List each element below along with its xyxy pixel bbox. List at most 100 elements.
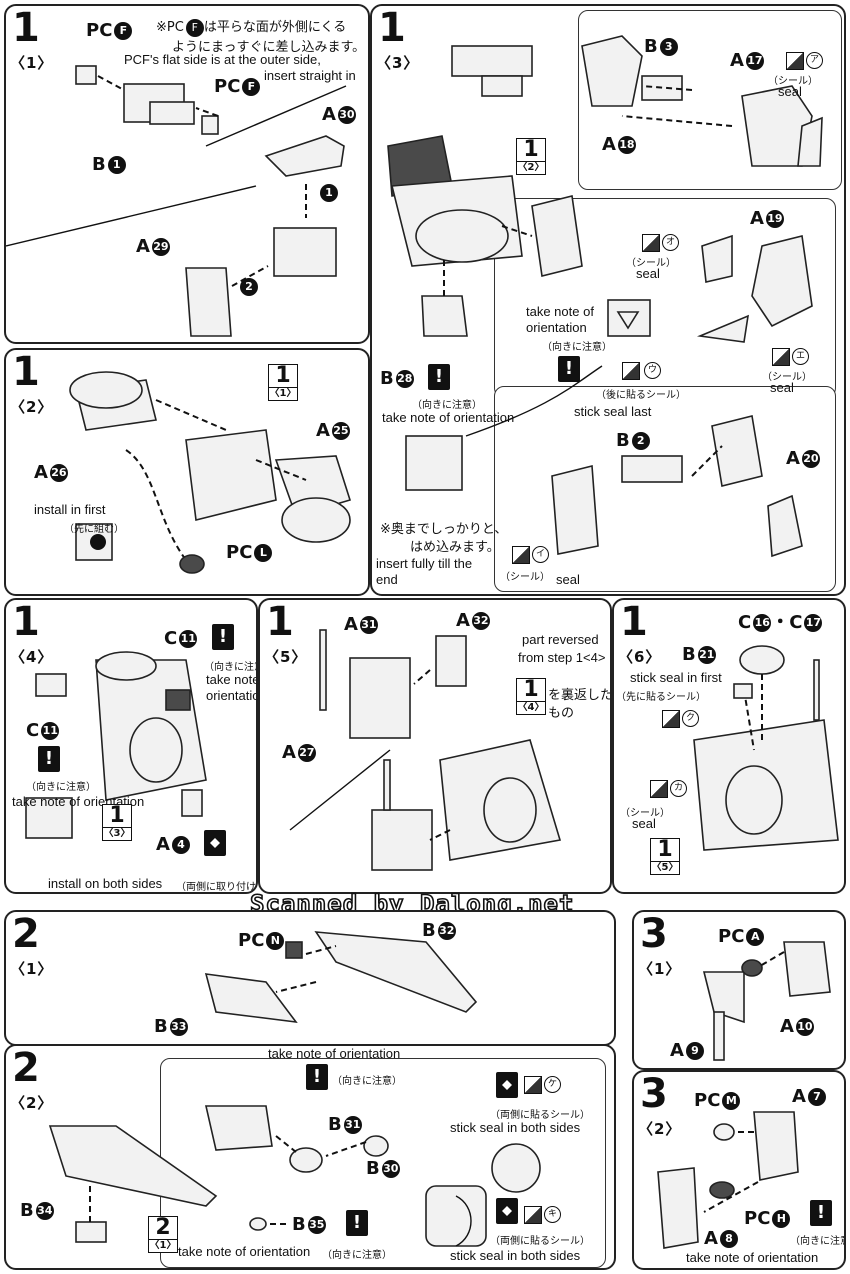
substep-label: 〈4〉 <box>10 648 54 666</box>
seal-jp: （シール） <box>768 76 818 87</box>
seal-ku-badge: ク <box>682 710 699 727</box>
step-1-4-drawing <box>25 651 207 839</box>
c11-jp-1: （向きに注意） <box>204 662 256 673</box>
seal-icon <box>524 1076 542 1094</box>
seal-o-en: seal <box>636 266 660 281</box>
c11-jp-2: （向きに注意） <box>26 782 96 793</box>
warning-icon: ! <box>346 1210 368 1236</box>
substep-label: 〈1〉 <box>10 960 54 978</box>
orientation-jp: （向きに注意） <box>542 342 612 353</box>
step-number: 1 <box>12 349 40 395</box>
seal-i-en: seal <box>556 572 580 587</box>
seal-e-en: seal <box>770 380 794 395</box>
install-first-en: install in first <box>34 502 106 517</box>
order-2-badge: 2 <box>238 276 258 297</box>
insert-en-2: end <box>376 572 398 587</box>
both-jp-1: （両側に貼るシール） <box>490 1110 590 1121</box>
seal-en: seal <box>778 84 802 99</box>
step-number: 1 <box>266 599 294 645</box>
insert-jp-2: はめ込みます。 <box>410 540 500 555</box>
c11-en-1: take note of <box>206 672 258 687</box>
seal-ki-badge: キ <box>544 1206 561 1223</box>
seal-icon <box>772 348 790 366</box>
seal-ka-badge: カ <box>670 780 687 797</box>
seal-icon <box>524 1206 542 1224</box>
substep-label: 〈2〉 <box>638 1120 682 1138</box>
after-jp: （後に貼るシール） <box>596 390 686 401</box>
step-ref-1-1: 1〈1〉 <box>268 363 298 401</box>
first-jp: （先に貼るシール） <box>616 692 706 703</box>
after-en: stick seal last <box>574 404 652 419</box>
substep-label: 〈2〉 <box>10 1094 54 1112</box>
substep-label: 〈2〉 <box>10 398 54 416</box>
orientation-note: take note of <box>526 304 594 319</box>
warning-icon: ! <box>38 746 60 772</box>
a8-en: take note of orientation <box>686 1250 819 1265</box>
order-1-badge: 1 <box>318 182 338 203</box>
c11-en-2: orientation <box>206 688 256 703</box>
seal-icon <box>642 234 660 252</box>
step-1-4-panel: 1 〈4〉 C11 ! （向きに注意） take note of orienta… <box>4 598 258 894</box>
inset-a20 <box>494 386 836 592</box>
step-number: 2 <box>12 911 40 957</box>
b35-jp: （向きに注意） <box>322 1250 392 1261</box>
step-ref-1-2: 1〈2〉 <box>516 137 546 175</box>
step-2-2-panel: 2 〈2〉 take note of orientation ! （向きに注意）… <box>4 1044 616 1270</box>
both-en-2: stick seal in both sides <box>450 1248 581 1263</box>
step-1-6-drawing <box>693 645 839 851</box>
reversed-en-2: from step 1<4> <box>518 650 606 665</box>
pch-jp: （向きに注意） <box>790 1236 844 1247</box>
step-ref-2-1: 2〈1〉 <box>148 1215 178 1253</box>
warning-icon: ! <box>558 356 580 382</box>
step-1-1-drawing <box>6 65 347 337</box>
seal-icon <box>786 52 804 70</box>
step-number: 1 <box>12 5 40 51</box>
orientation-note-2: orientation <box>526 320 587 335</box>
step-2-2-drawing <box>48 1105 541 1247</box>
both-sides-icon <box>496 1072 518 1098</box>
step-1-5-drawing <box>289 629 562 871</box>
seal-e-jp: （シール） <box>762 372 812 383</box>
both-sides-icon <box>204 830 226 856</box>
first-en: stick seal in first <box>630 670 722 685</box>
reversed-jp-2: もの <box>548 706 575 721</box>
both-sides-icon <box>496 1198 518 1224</box>
b31-jp: （向きに注意） <box>332 1076 402 1087</box>
b35-en: take note of orientation <box>178 1244 311 1259</box>
seal-i-jp: （シール） <box>500 572 550 583</box>
seal-a-badge: ア <box>806 52 823 69</box>
orientation-en: take note of orientation <box>268 1046 401 1061</box>
both-sides-en: install on both sides <box>48 876 163 891</box>
seal-icon <box>662 710 680 728</box>
step-number: 1 <box>12 599 40 645</box>
